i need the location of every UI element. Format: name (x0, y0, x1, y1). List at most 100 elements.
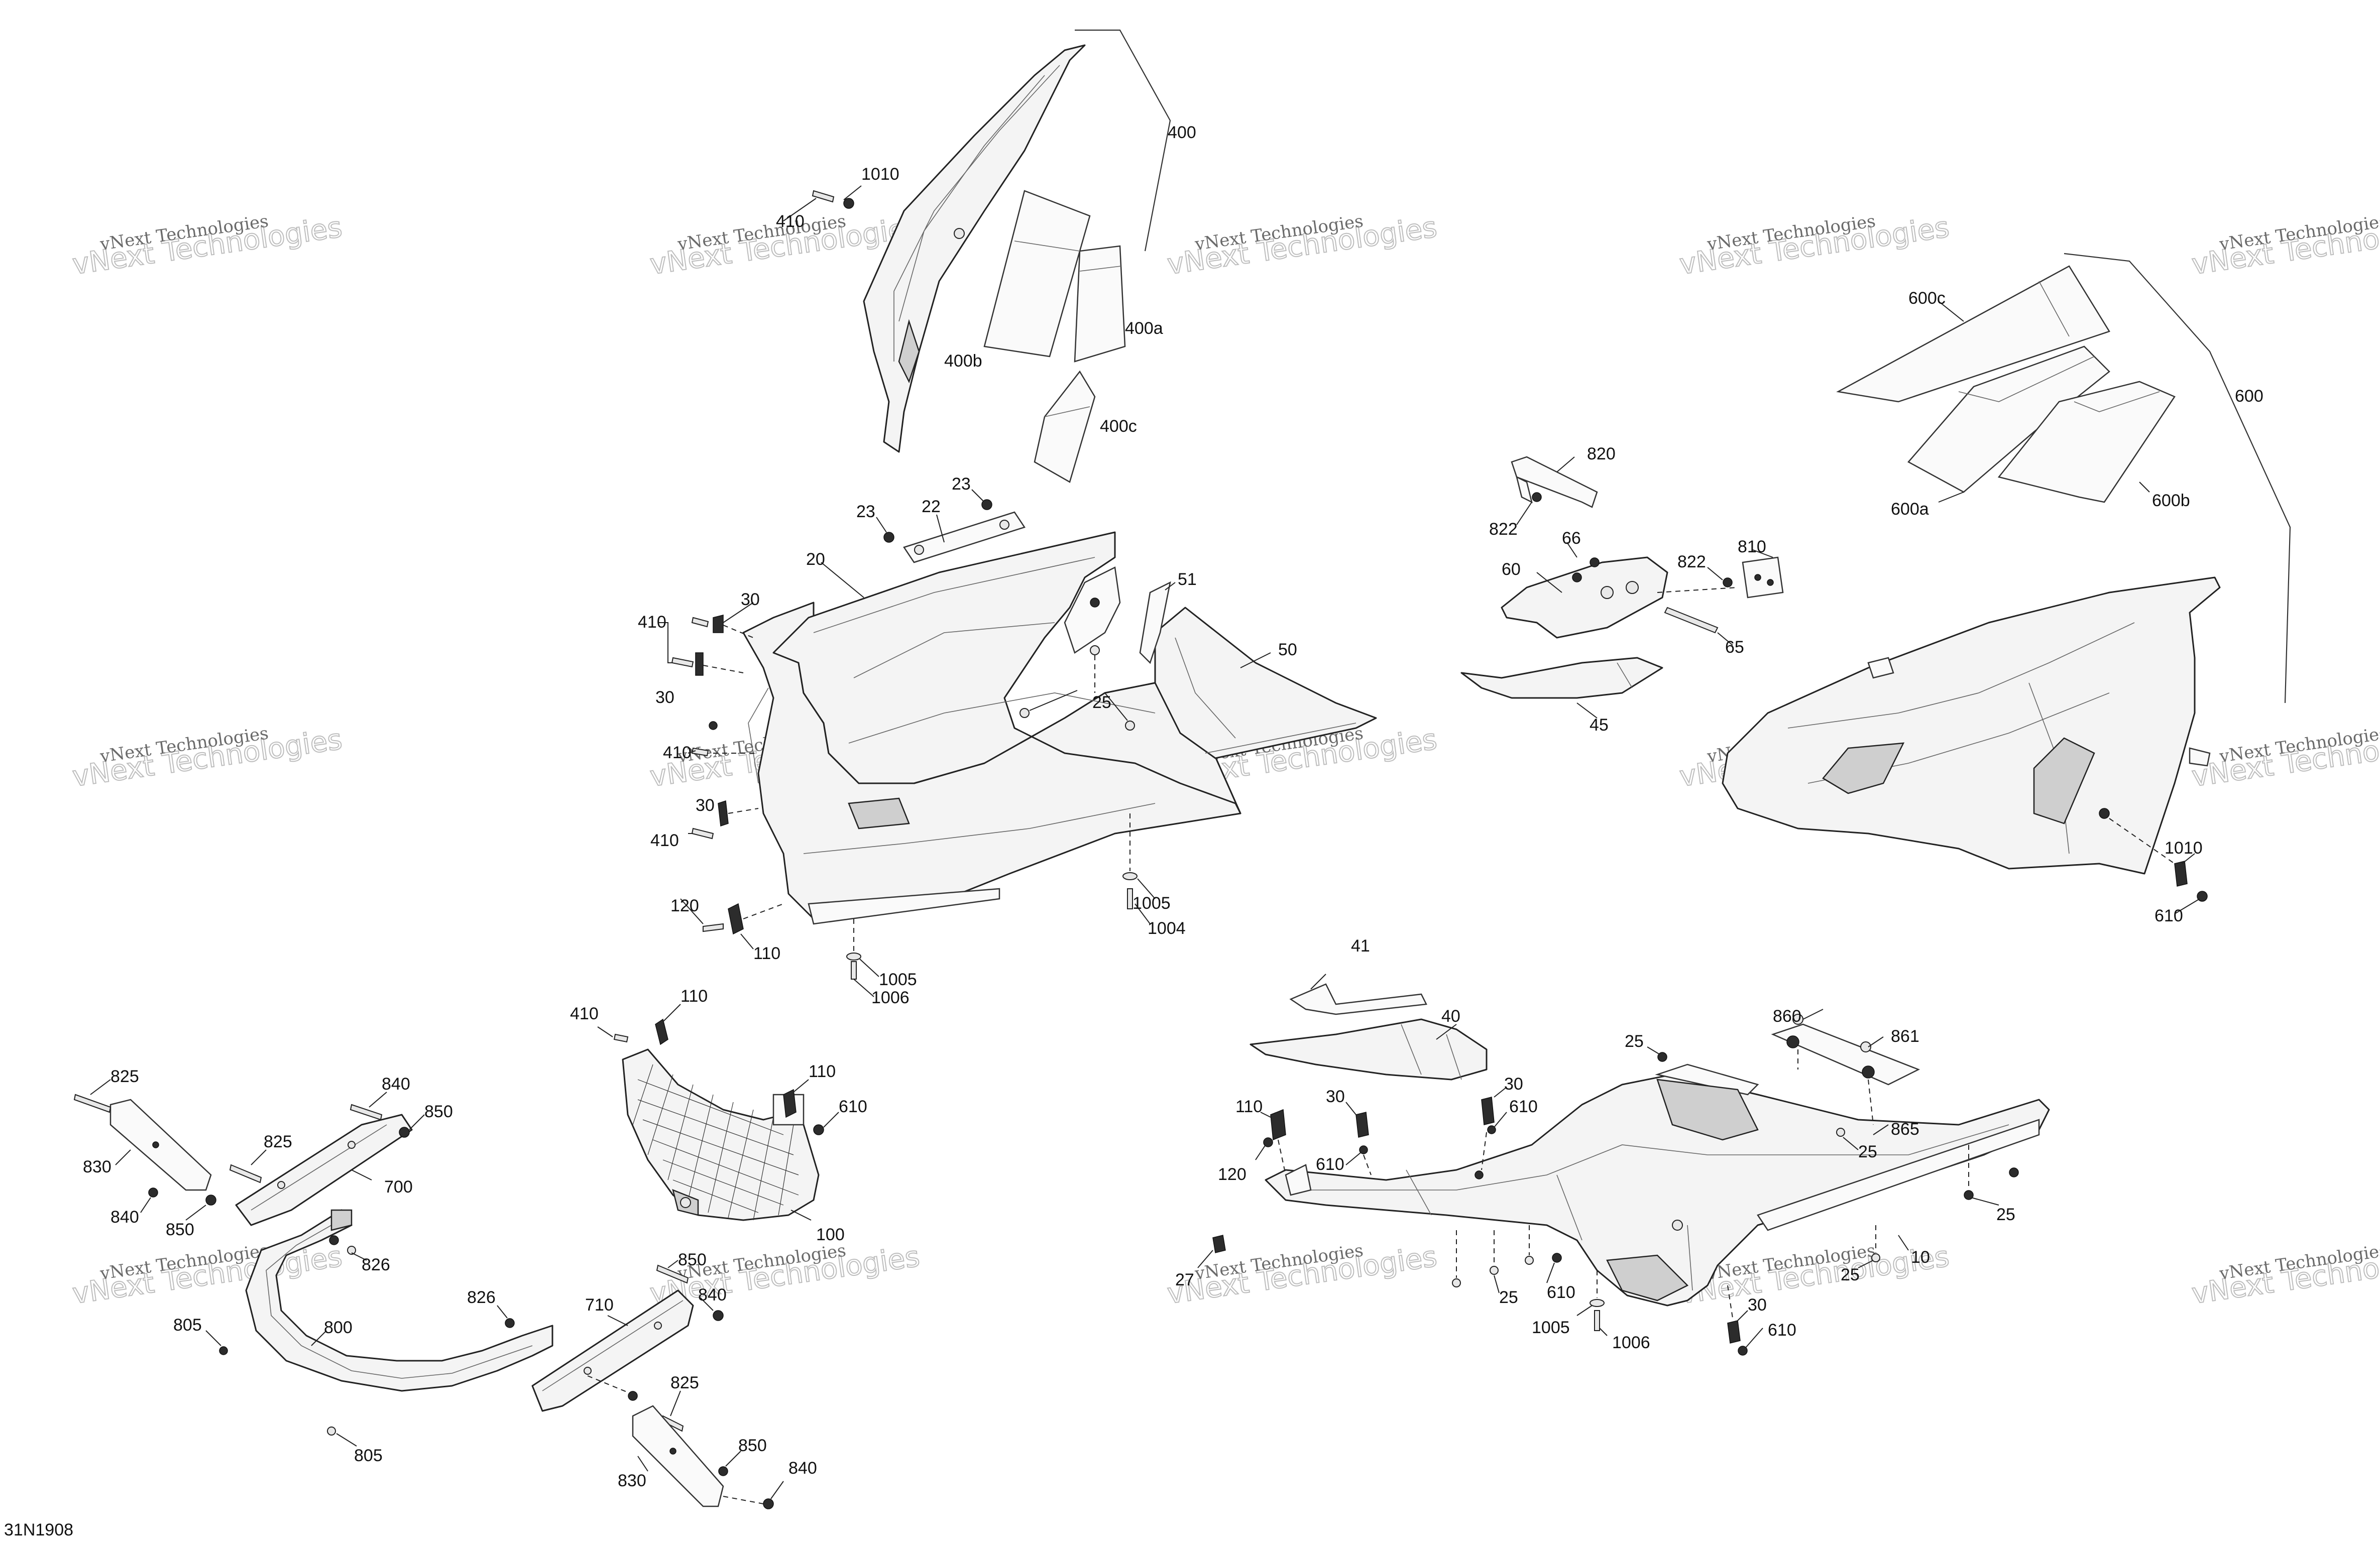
callout-826: 826 (467, 1288, 496, 1307)
part-600-side-panel (1722, 576, 2221, 875)
callout-820: 820 (1587, 444, 1616, 463)
callout-1010: 1010 (861, 165, 899, 184)
part-860-plate (1771, 1023, 1920, 1086)
callout-805: 805 (173, 1316, 202, 1335)
callout-830: 830 (618, 1471, 646, 1490)
fastener-nut-icon (1836, 1128, 1845, 1137)
callout-800: 800 (324, 1318, 353, 1337)
callout-850: 850 (166, 1220, 194, 1239)
callout-120: 120 (1218, 1165, 1246, 1184)
part-100-grille (622, 1048, 820, 1221)
fastener-bolt-icon (350, 1104, 383, 1121)
fastener-nut-icon (628, 1391, 638, 1401)
callout-810: 810 (1738, 537, 1766, 556)
fastener-nut-icon (329, 1235, 339, 1245)
callout-610: 610 (1316, 1155, 1344, 1174)
callout-25: 25 (1625, 1032, 1644, 1051)
part-20-front-panel (742, 531, 1241, 925)
fastener-nut-icon (846, 953, 861, 961)
callout-410: 410 (776, 212, 805, 231)
callout-30: 30 (1504, 1075, 1523, 1094)
callout-1005: 1005 (1532, 1318, 1570, 1337)
fastener-nut-icon (713, 1310, 724, 1321)
fastener-bolt-icon (671, 615, 729, 840)
callout-23: 23 (952, 474, 971, 494)
callout-25: 25 (1092, 693, 1111, 712)
fastener-bolt-icon (1263, 1097, 1496, 1179)
fastener-nut-icon (347, 1246, 356, 1255)
callout-25: 25 (1996, 1205, 2015, 1224)
callout-822: 822 (1677, 552, 1706, 571)
fastener-nut-icon (1019, 708, 1030, 718)
fastener-nut-icon (1964, 1190, 1974, 1200)
callout-410: 410 (650, 831, 679, 850)
callout-850: 850 (678, 1250, 707, 1269)
callout-610: 610 (2155, 906, 2183, 925)
fastener-nut-icon (1871, 1253, 1880, 1262)
callout-826: 826 (362, 1255, 390, 1274)
callout-22: 22 (922, 497, 941, 516)
callout-610: 610 (1509, 1097, 1538, 1116)
part-810-bracket (1742, 556, 1784, 599)
callout-110: 110 (681, 987, 708, 1006)
callout-labels: 400 1010 410 400a 400b 400c 23 23 22 20 … (83, 123, 2263, 1490)
callout-400a: 400a (1125, 319, 1163, 338)
fastener-bolt-icon (2174, 861, 2208, 902)
callout-30: 30 (696, 796, 715, 815)
callout-100: 100 (816, 1225, 845, 1244)
fastener-nut-icon (1657, 1052, 1667, 1062)
callout-1006: 1006 (1612, 1333, 1650, 1352)
fastener-nut-icon (327, 1427, 336, 1436)
callout-120: 120 (670, 896, 699, 915)
callout-400b: 400b (944, 351, 982, 371)
callout-400: 400 (1168, 123, 1196, 142)
part-51-trim (1139, 581, 1171, 664)
bracket-400 (1075, 29, 1171, 252)
callout-30: 30 (655, 688, 674, 707)
fastener-nut-icon (1860, 1041, 1871, 1052)
bracket-600 (2064, 253, 2291, 703)
callout-1005: 1005 (879, 970, 917, 989)
fastener-bolt-icon (613, 1018, 824, 1135)
callout-400c: 400c (1100, 417, 1137, 436)
fastener-nut-icon (1552, 1253, 1562, 1263)
part-710-bracket (531, 1289, 694, 1412)
fastener-nut-icon (763, 1498, 774, 1509)
callout-25: 25 (1858, 1142, 1877, 1161)
fastener-bolt-icon (656, 1264, 689, 1284)
callout-860: 860 (1773, 1007, 1801, 1026)
part-700-bracket (235, 1114, 413, 1226)
callout-50: 50 (1278, 640, 1297, 659)
fastener-nut-icon (718, 1466, 728, 1476)
fastener-bolt-icon (1727, 1320, 1748, 1356)
callout-30: 30 (1326, 1087, 1345, 1106)
callout-840: 840 (788, 1459, 817, 1478)
fastener-nut-icon (883, 532, 894, 543)
callout-710: 710 (585, 1295, 614, 1315)
callout-850: 850 (424, 1102, 453, 1121)
callout-805: 805 (354, 1446, 383, 1465)
callout-822: 822 (1489, 520, 1518, 539)
diagram-code: 31N1908 (4, 1520, 73, 1539)
callout-30: 30 (741, 590, 760, 609)
callout-110: 110 (1235, 1097, 1263, 1116)
callout-25: 25 (1841, 1265, 1860, 1284)
callout-10: 10 (1911, 1248, 1930, 1267)
callout-700: 700 (384, 1177, 413, 1197)
fastener-bolt-icon (1127, 888, 1133, 909)
callout-40: 40 (1441, 1007, 1460, 1026)
fastener-nut-icon (399, 1127, 410, 1138)
fastener-nut-icon (981, 499, 992, 510)
callout-840: 840 (698, 1285, 727, 1304)
fastener-bolt-icon (229, 1164, 262, 1183)
callout-610: 610 (839, 1097, 867, 1116)
fastener-nut-icon (2009, 1167, 2019, 1177)
callout-850: 850 (738, 1436, 767, 1455)
fastener-bolt-icon (73, 1094, 111, 1113)
callout-23: 23 (856, 502, 875, 521)
fastener-nut-icon (1090, 645, 1100, 655)
callout-865: 865 (1891, 1120, 1919, 1139)
part-41-bracket (1289, 983, 1427, 1015)
callout-840: 840 (110, 1208, 139, 1227)
part-830-bracket-right (632, 1405, 724, 1507)
